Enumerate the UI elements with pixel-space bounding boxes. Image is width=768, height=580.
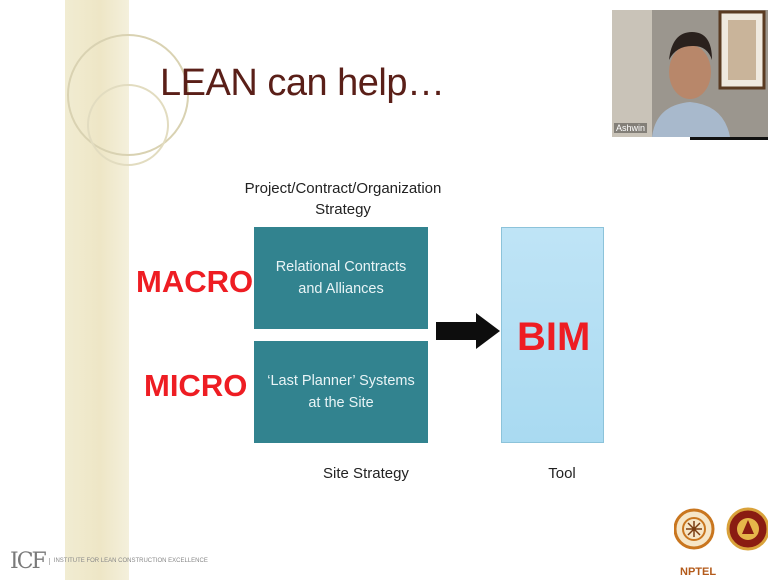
nptel-label: NPTEL: [680, 566, 717, 578]
icf-caption: INSTITUTE FOR LEAN CONSTRUCTION EXCELLEN…: [48, 557, 208, 565]
tool-label: Tool: [548, 465, 576, 482]
icf-logo: ICF INSTITUTE FOR LEAN CONSTRUCTION EXCE…: [10, 546, 208, 576]
video-underline: [690, 137, 768, 140]
bim-label: BIM: [517, 315, 591, 359]
decorative-stripe: [65, 0, 129, 580]
micro-box: ‘Last Planner’ Systems at the Site: [254, 341, 428, 443]
strategy-top-label: Project/Contract/Organization Strategy: [244, 180, 442, 218]
nptel-logo-icon: [674, 507, 768, 551]
macro-box: Relational Contracts and Alliances: [254, 227, 428, 329]
slide-title: LEAN can help…: [160, 62, 445, 104]
macro-box-text: Relational Contracts and Alliances: [275, 259, 407, 297]
micro-box-text: ‘Last Planner’ Systems at the Site: [267, 373, 415, 411]
micro-label: MICRO: [144, 368, 248, 403]
bim-box: [501, 227, 604, 443]
participant-name: Ashwin: [614, 123, 648, 133]
icf-mark: ICF: [10, 548, 47, 574]
participant-avatar: [612, 10, 768, 137]
participant-video[interactable]: Ashwin: [612, 10, 768, 137]
macro-label: MACRO: [136, 264, 254, 299]
right-arrow-icon: [436, 313, 500, 349]
decorative-circles: [67, 34, 189, 166]
site-strategy-label: Site Strategy: [323, 465, 409, 482]
